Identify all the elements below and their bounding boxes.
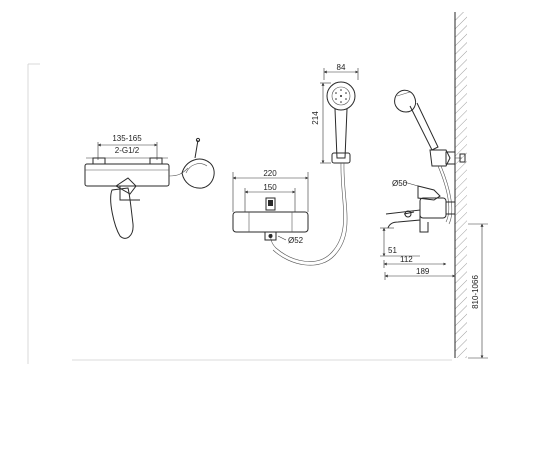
dim-body-width: 220 (263, 169, 277, 178)
dim-handle-diameter: Ø50 (392, 179, 408, 188)
wall-hatching (455, 12, 467, 358)
dim-spout-projection: 112 (400, 255, 413, 264)
dim-thread: 2-G1/2 (115, 146, 140, 155)
front-view-mixer: 135-165 2-G1/2 (84, 134, 215, 239)
dim-head-width: 84 (337, 63, 346, 72)
dim-head-height: 214 (311, 111, 320, 125)
dim-mount-height: 810-1066 (471, 275, 480, 309)
dim-centre-distance: 135-165 (112, 134, 142, 143)
side-view-installation: Ø50 51 112 189 810-1066 (380, 12, 488, 359)
drawing-frame (27, 63, 452, 364)
top-view-mixer: 84 214 220 150 (232, 63, 359, 266)
dim-spout-height: 51 (388, 246, 397, 255)
dim-handle-spacing: 150 (263, 183, 277, 192)
spray-nozzles (335, 89, 347, 103)
dim-total-projection: 189 (416, 267, 430, 276)
dim-diverter-diameter: Ø52 (288, 236, 304, 245)
